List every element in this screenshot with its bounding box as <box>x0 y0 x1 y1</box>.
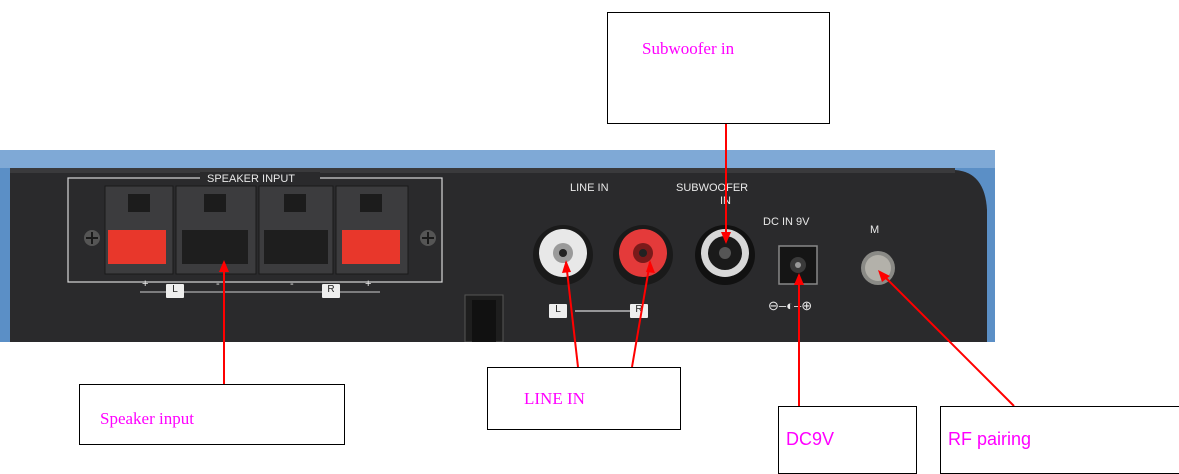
subwoofer-label: SUBWOOFER <box>676 182 749 194</box>
dc-in-label: DC IN 9V <box>763 216 810 228</box>
callout-subwoofer-in-text: Subwoofer in <box>642 39 735 58</box>
callout-line-in: LINE IN <box>487 367 681 430</box>
callout-rf-pairing: RF pairing <box>940 406 1179 474</box>
callout-dc9v-text: DC9V <box>786 429 835 449</box>
spring-terminal-left-plus <box>104 185 174 275</box>
speaker-input-label: SPEAKER INPUT <box>207 173 296 185</box>
callout-rf-pairing-text: RF pairing <box>948 429 1032 449</box>
speaker-rear-panel-photo: SPEAKER INPUT + - - + L R LINE IN SUBWOO… <box>0 150 995 342</box>
m-pairing-button <box>861 251 895 285</box>
line-in-right-tag: R <box>630 304 648 318</box>
callout-subwoofer-in: Subwoofer in <box>607 12 830 124</box>
rca-jack-subwoofer <box>695 225 755 285</box>
terminal-plus-1: + <box>142 278 149 290</box>
terminal-plus-2: + <box>365 278 372 290</box>
callout-line-in-text: LINE IN <box>524 389 585 408</box>
polarity-symbol: ⊖–◐–⊕ <box>768 298 813 313</box>
rca-jack-right-red <box>613 225 673 285</box>
callout-speaker-input-text: Speaker input <box>100 409 194 428</box>
rca-jack-left-white <box>533 225 593 285</box>
dc-jack <box>778 245 818 285</box>
terminal-minus-1: - <box>216 278 220 290</box>
m-label: M <box>870 224 880 236</box>
callout-speaker-input: Speaker input <box>79 384 345 445</box>
speaker-right-tag: R <box>322 284 340 298</box>
spring-terminal-left-minus <box>175 185 257 275</box>
spring-terminal-right-plus <box>335 185 409 275</box>
callout-dc9v: DC9V <box>778 406 917 474</box>
line-in-left-tag: L <box>549 304 567 318</box>
line-in-label: LINE IN <box>570 182 609 194</box>
subwoofer-label-in: IN <box>720 195 731 207</box>
spring-terminal-right-minus <box>258 185 334 275</box>
speaker-left-tag: L <box>166 284 184 298</box>
terminal-minus-2: - <box>290 278 294 290</box>
